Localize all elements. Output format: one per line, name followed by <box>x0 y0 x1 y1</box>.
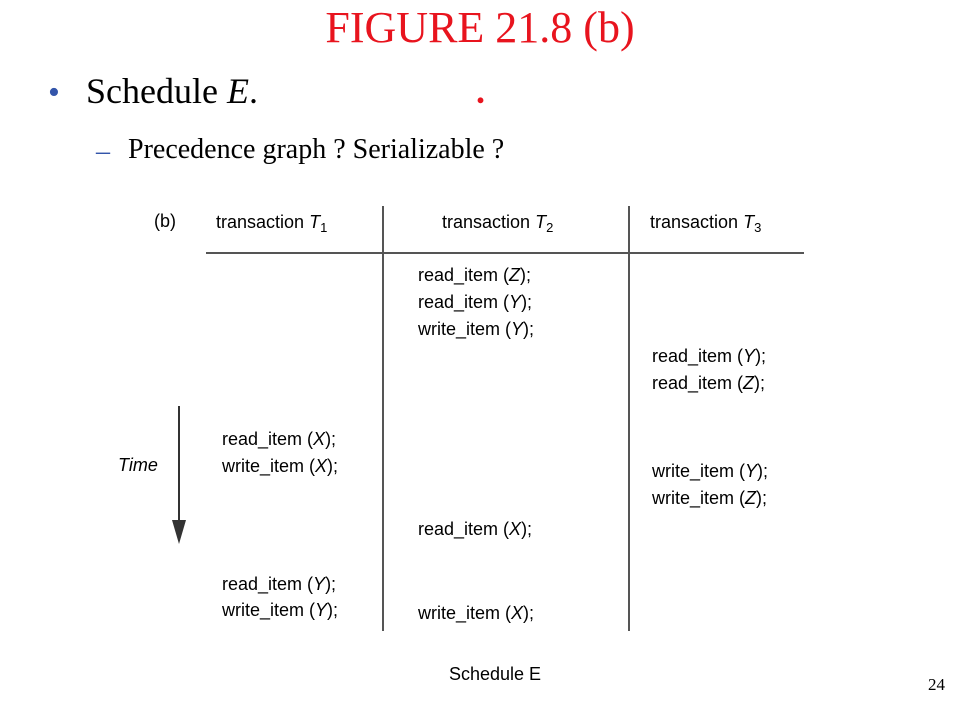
column-divider-1 <box>382 206 384 631</box>
op-name: write_item <box>652 461 735 481</box>
figure-caption: Schedule E <box>449 664 542 684</box>
column-header-t3: transaction T3 <box>650 212 761 235</box>
op-name: read_item <box>418 265 499 285</box>
op-name: write_item <box>418 603 501 623</box>
t2-op: read_item (X); <box>418 519 533 539</box>
t3-op: read_item (Y); <box>652 346 767 366</box>
t3-op: write_item (Z); <box>652 488 768 508</box>
header-prefix: transaction <box>216 212 310 232</box>
column-header-t2: transaction T2 <box>442 212 553 235</box>
t2-op: write_item (X); <box>418 603 535 623</box>
op-var: Z <box>743 373 755 393</box>
column-divider-2 <box>628 206 630 631</box>
header-sub: 2 <box>546 220 554 235</box>
op-var: Y <box>743 346 756 366</box>
t3-op: write_item (Y); <box>652 461 769 481</box>
op-var: Y <box>315 600 328 620</box>
header-prefix: transaction <box>442 212 536 232</box>
t2-op: read_item (Y); <box>418 292 533 312</box>
bullet-prefix: Schedule <box>86 71 227 111</box>
page-number: 24 <box>928 675 945 694</box>
bullet-schedule: Schedule E. <box>86 70 258 112</box>
sub-bullet-question: Precedence graph ? Serializable ? <box>128 134 505 165</box>
t2-op: write_item (Y); <box>418 319 535 339</box>
header-var: T <box>309 212 321 232</box>
header-sub: 3 <box>754 220 762 235</box>
header-var: T <box>743 212 755 232</box>
op-name: read_item <box>222 574 303 594</box>
op-var: Y <box>313 574 326 594</box>
header-divider <box>206 252 804 254</box>
op-name: write_item <box>652 488 735 508</box>
t2-op: read_item (Z); <box>418 265 532 285</box>
t1-op: read_item (X); <box>222 429 337 449</box>
time-arrow-icon <box>172 406 186 544</box>
op-var: Z <box>509 265 521 285</box>
sub-bullet-dash: – <box>96 136 110 167</box>
t1-op: write_item (X); <box>222 456 339 476</box>
op-var: X <box>511 603 524 623</box>
op-var: X <box>315 456 328 476</box>
op-name: read_item <box>418 292 499 312</box>
header-sub: 1 <box>320 220 328 235</box>
figure-label: (b) <box>154 211 176 231</box>
header-prefix: transaction <box>650 212 744 232</box>
stray-mark: . <box>476 71 485 111</box>
op-name: write_item <box>418 319 501 339</box>
slide-title: FIGURE 21.8 (b) <box>325 3 635 52</box>
bullet-italic: E <box>226 71 249 111</box>
op-var: X <box>313 429 326 449</box>
op-var: Y <box>745 461 758 481</box>
op-var: Y <box>511 319 524 339</box>
t3-op: read_item (Z); <box>652 373 766 393</box>
op-var: X <box>509 519 522 539</box>
bullet-suffix: . <box>248 71 258 111</box>
t1-op: write_item (Y); <box>222 600 339 620</box>
op-name: read_item <box>222 429 303 449</box>
column-header-t1: transaction T1 <box>216 212 327 235</box>
op-name: read_item <box>418 519 499 539</box>
op-var: Z <box>745 488 757 508</box>
op-name: read_item <box>652 373 733 393</box>
t1-op: read_item (Y); <box>222 574 337 594</box>
time-label: Time <box>118 455 158 475</box>
bullet-marker: • <box>48 74 60 111</box>
op-name: write_item <box>222 456 305 476</box>
op-name: write_item <box>222 600 305 620</box>
op-name: read_item <box>652 346 733 366</box>
header-var: T <box>535 212 547 232</box>
op-var: Y <box>509 292 522 312</box>
